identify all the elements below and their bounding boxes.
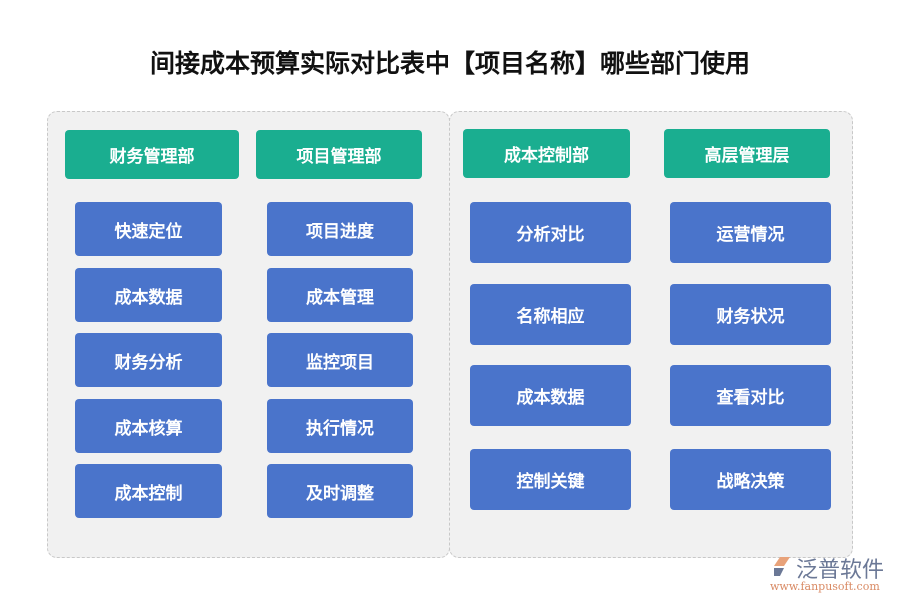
logo-url: www.fanpusoft.com — [770, 580, 880, 593]
function-item: 分析对比 — [470, 202, 631, 263]
function-item: 查看对比 — [670, 365, 831, 426]
function-item: 名称相应 — [470, 284, 631, 345]
function-item: 成本核算 — [75, 399, 222, 453]
page-title: 间接成本预算实际对比表中【项目名称】哪些部门使用 — [149, 49, 750, 78]
function-item: 成本管理 — [267, 268, 413, 322]
function-item: 监控项目 — [267, 333, 413, 387]
function-item: 战略决策 — [670, 449, 831, 510]
logo-name: 泛普软件 — [796, 558, 885, 583]
function-item: 成本数据 — [470, 365, 631, 426]
function-item: 成本数据 — [75, 268, 222, 322]
function-item: 控制关键 — [470, 449, 631, 510]
department-header: 成本控制部 — [463, 129, 630, 178]
logo-icon — [774, 557, 790, 576]
function-item: 快速定位 — [75, 202, 222, 256]
function-item: 财务分析 — [75, 333, 222, 387]
function-item: 成本控制 — [75, 464, 222, 518]
department-header: 财务管理部 — [65, 130, 239, 179]
function-item: 及时调整 — [267, 464, 413, 518]
function-item: 财务状况 — [670, 284, 831, 345]
function-item: 运营情况 — [670, 202, 831, 263]
department-header: 高层管理层 — [664, 129, 830, 178]
function-item: 执行情况 — [267, 399, 413, 453]
function-item: 项目进度 — [267, 202, 413, 256]
department-header: 项目管理部 — [256, 130, 422, 179]
